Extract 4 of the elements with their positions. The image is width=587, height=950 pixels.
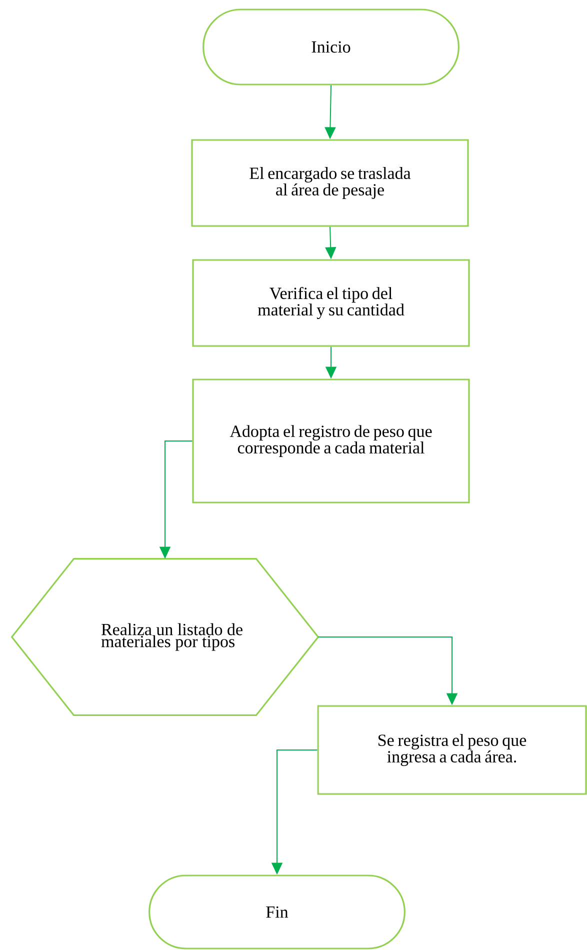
process-box: El encargado se traslada al área de pesaje	[191, 139, 469, 227]
process-box: Verifica el tipo del material y su cantidad	[192, 259, 470, 347]
process-box: Adopta el registro de peso que corresponde a cada material	[192, 378, 470, 504]
process-box: Se registra el peso que ingresa a cada área.	[317, 705, 587, 795]
